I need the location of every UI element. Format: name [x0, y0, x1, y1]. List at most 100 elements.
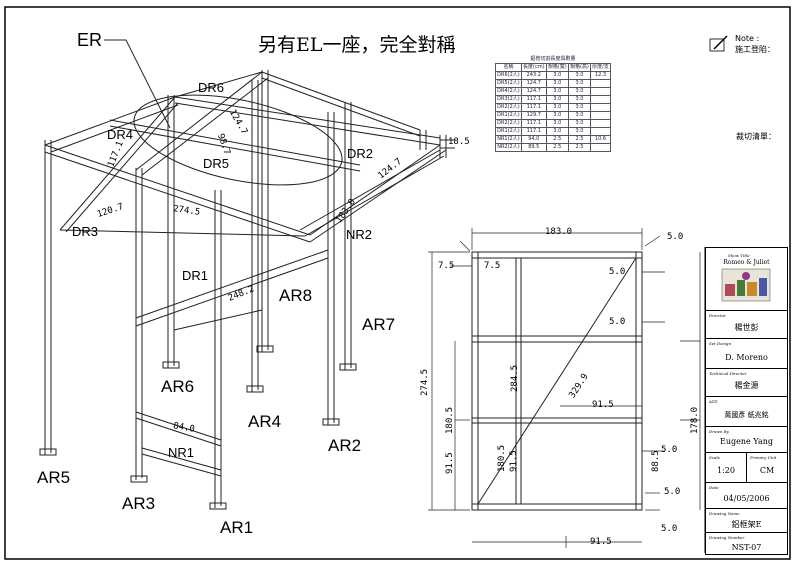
table-cell: 10.6 [590, 135, 611, 144]
table-cell: 2.5 [567, 135, 592, 144]
table-cell: 117.1 [520, 103, 547, 112]
table-cell: DR2(2人) [495, 119, 522, 128]
label-dr1: DR1 [182, 268, 209, 283]
table-cell: 117.1 [520, 95, 547, 104]
show-title: Romeo & Juliet [723, 259, 770, 266]
elev-dim-h178: 178.0 [690, 406, 700, 434]
table-cell: 3.0 [567, 119, 592, 128]
table-cell [590, 95, 611, 104]
drawn-by: Eugene Yang [720, 437, 773, 446]
unit-caption: Primary Unit [750, 455, 777, 460]
elev-dim-h180-inner: 180.5 [497, 444, 507, 472]
label-nr1: NR1 [168, 445, 195, 460]
elev-dim-r5c: 5.0 [661, 445, 678, 455]
table-cell: 3.0 [545, 119, 569, 128]
drawing-number-caption: Drawing Number [709, 535, 745, 540]
table-cell: 243.2 [520, 71, 547, 80]
table-cell: DR5(2人) [495, 79, 522, 88]
show-title-caption: Show Title [728, 253, 750, 258]
elev-dim-r5b: 5.0 [609, 317, 626, 327]
table-cell: DR3(2人) [495, 95, 522, 104]
table-cell [590, 79, 611, 88]
table-cell: DR4(2人) [495, 87, 522, 96]
elev-dim-h91-inner: 91.5 [509, 450, 519, 472]
table-cell: 12.3 [590, 71, 611, 80]
table-cell: 3.0 [545, 87, 569, 96]
table-cell [590, 119, 611, 128]
label-ar1: AR1 [220, 518, 254, 537]
cut-label: 裁切清單： [736, 132, 776, 141]
label-ar5: AR5 [37, 468, 71, 487]
drawing-name-caption: Drawing Name [709, 511, 740, 516]
table-cell: NR2(2人) [495, 143, 522, 152]
cut-table-header-cell: 規格(高) [567, 63, 592, 72]
label-ar2: AR2 [328, 436, 362, 455]
table-cell: 117.1 [520, 127, 547, 136]
label-ar4: AR4 [248, 412, 282, 431]
table-cell: 3.0 [567, 71, 592, 80]
drawing-number: NST-07 [731, 543, 762, 552]
table-cell: 89.5 [520, 143, 547, 152]
show-logo-icon [721, 268, 771, 302]
table-cell: 3.0 [567, 103, 592, 112]
label-dr5: DR5 [203, 156, 230, 171]
cut-table-header-cell: 名稱 [495, 63, 522, 72]
table-cell: 124.7 [520, 87, 547, 96]
cut-list-table: 鋁管切割長度與數量 名稱 長度(cm) 規格(寬) 規格(高) 厚度/支 DR6… [495, 55, 611, 152]
atd-caption: ATD [709, 399, 718, 404]
elev-dim-h180-left: 180.5 [445, 406, 455, 434]
table-cell: NR1(2人) [495, 135, 522, 144]
table-cell: 3.0 [545, 79, 569, 88]
table-cell: 2.5 [545, 143, 569, 152]
table-cell: 2.5 [567, 143, 592, 152]
table-cell: 3.0 [567, 95, 592, 104]
table-cell [590, 87, 611, 96]
unit: CM [759, 466, 775, 475]
sheet-border [4, 6, 791, 560]
front-elevation [428, 228, 701, 548]
elev-dim-h274: 274.5 [420, 368, 430, 396]
set-design: D. Moreno [725, 353, 768, 362]
table-cell: 2.5 [545, 135, 569, 144]
elev-dim-h284: 284.5 [510, 364, 520, 392]
elev-dim-inner-top: 7.5 [484, 261, 501, 271]
label-nr2: NR2 [346, 227, 373, 242]
atd: 黃國彥 紙兆銘 [724, 411, 769, 419]
pencil-note-icon [709, 35, 728, 52]
iso-dim-18-5: 18.5 [448, 137, 470, 147]
cut-table-header: 名稱 長度(cm) 規格(寬) 規格(高) 厚度/支 [495, 63, 611, 72]
table-cell: DR2(2人) [495, 103, 522, 112]
director-caption: Director [709, 313, 726, 318]
table-cell: 117.1 [520, 119, 547, 128]
tech-director-caption: Technical Director [709, 371, 747, 376]
label-dr4: DR4 [107, 127, 134, 142]
side-rails [135, 249, 329, 477]
date: 04/05/2006 [723, 494, 770, 503]
elev-dim-bot5a: 5.0 [664, 487, 681, 497]
roof-beams [44, 71, 447, 243]
cut-table-header-cell: 規格(寬) [545, 63, 569, 72]
label-ar8: AR8 [279, 286, 313, 305]
elev-dim-w91-mid: 91.5 [592, 400, 614, 410]
elev-dim-bot91: 91.5 [590, 537, 612, 547]
table-cell: 3.0 [545, 71, 569, 80]
scale: 1:20 [717, 466, 735, 475]
table-cell: DR1(2人) [495, 127, 522, 136]
note-text: 施工登陷： [735, 45, 775, 54]
table-cell: 94.0 [520, 135, 547, 144]
isometric-frame [39, 39, 455, 510]
tech-director: 楊金源 [734, 381, 759, 390]
table-cell: 3.0 [545, 127, 569, 136]
table-cell: 124.7 [520, 79, 547, 88]
table-cell [590, 143, 611, 152]
elev-dim-top-right: 5.0 [667, 232, 684, 242]
label-ar7: AR7 [362, 315, 396, 334]
